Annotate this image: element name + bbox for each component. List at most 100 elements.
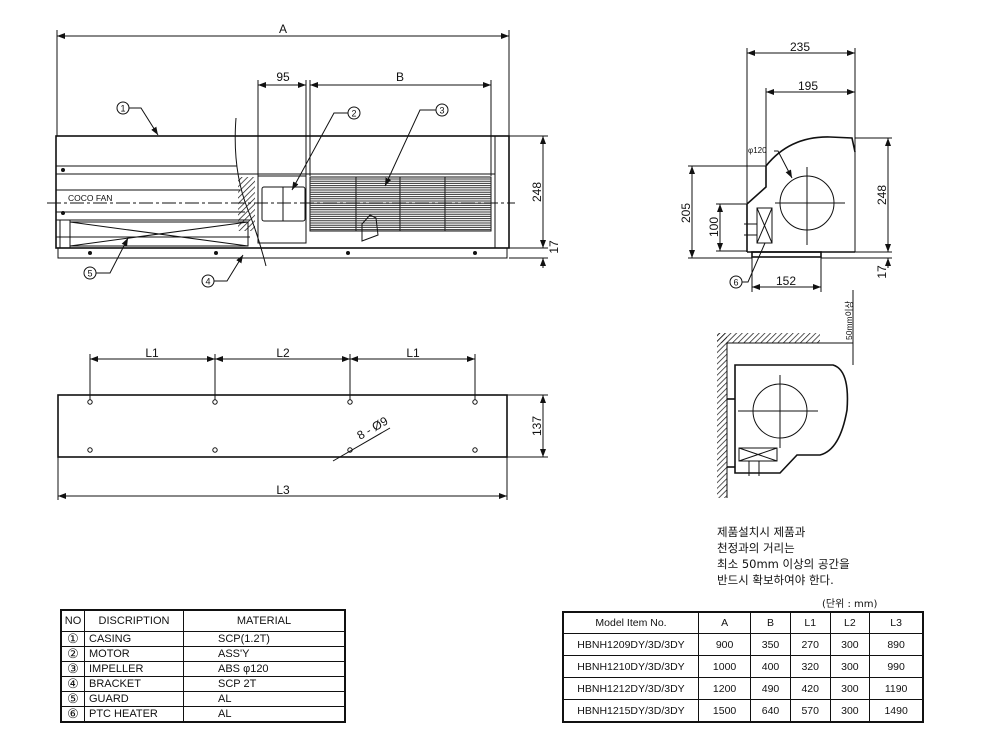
note-line: 천정과의 거리는 xyxy=(717,541,795,555)
svg-text:6: 6 xyxy=(733,278,738,288)
model-number: HBNH1209DY/3D/3DY xyxy=(562,633,699,656)
note-line: 반드시 확보하여야 한다. xyxy=(717,573,834,587)
svg-text:1: 1 xyxy=(120,104,125,114)
bracket-rail xyxy=(57,247,508,259)
mounting-hole xyxy=(87,399,93,405)
install-unit-outline xyxy=(734,364,849,474)
dim-235-label: 235 xyxy=(790,40,810,54)
callout-5: 5 xyxy=(83,237,129,280)
ceiling-hatch xyxy=(717,333,820,343)
model-table: Model Item No. A B L1 L2 L3 HBNH1209DY/3… xyxy=(562,611,924,723)
note-line: 제품설치시 제품과 xyxy=(717,525,806,539)
note-line: 최소 50mm 이상의 공간을 xyxy=(717,557,850,571)
part-material: AL xyxy=(183,706,346,723)
part-description: BRACKET xyxy=(84,676,184,692)
part-material: SCP(1.2T) xyxy=(183,631,346,647)
value-l2: 300 xyxy=(829,633,871,656)
impeller-section xyxy=(309,176,357,232)
dim-b-label: B xyxy=(396,70,404,84)
impeller-label: φ120 xyxy=(748,146,767,155)
part-material: AL xyxy=(183,691,346,707)
part-description: MOTOR xyxy=(84,646,184,662)
part-number: ⑥ xyxy=(60,706,85,723)
mounting-hole xyxy=(212,399,218,405)
plan-view: L1 L2 L1 L3 137 8 - Ø9 xyxy=(57,346,548,500)
header-l1: L1 xyxy=(789,611,831,634)
value-l3: 1490 xyxy=(869,699,924,723)
part-material: ASS'Y xyxy=(183,646,346,662)
mounting-hole xyxy=(212,447,218,453)
part-description: PTC HEATER xyxy=(84,706,184,723)
part-description: IMPELLER xyxy=(84,661,184,677)
callout-3: 3 xyxy=(384,103,449,187)
install-view: 50mm이상 xyxy=(717,290,854,498)
header-description: DISCRIPTION xyxy=(84,609,184,632)
value-l1: 270 xyxy=(789,633,831,656)
impeller-section xyxy=(399,176,446,232)
svg-text:2: 2 xyxy=(351,109,356,119)
callout-2: 2 xyxy=(291,106,361,191)
part-number: ② xyxy=(60,646,85,662)
part-material: SCP 2T xyxy=(183,676,346,692)
value-a: 1000 xyxy=(697,655,752,678)
impeller-section xyxy=(355,176,401,232)
front-view: A 95 B COCO FAN xyxy=(47,22,561,288)
value-b: 400 xyxy=(750,655,791,678)
impeller xyxy=(309,176,492,232)
value-a: 900 xyxy=(697,633,752,656)
wall-hatch xyxy=(717,333,727,498)
header-b: B xyxy=(750,611,791,634)
callout-4: 4 xyxy=(201,254,244,288)
value-l3: 990 xyxy=(869,655,924,678)
part-number: ⑤ xyxy=(60,691,85,707)
side-dim-248-label: 248 xyxy=(875,185,889,205)
header-no: NO xyxy=(60,609,85,632)
value-l3: 890 xyxy=(869,633,924,656)
part-number: ① xyxy=(60,631,85,647)
svg-text:5: 5 xyxy=(87,269,92,279)
clearance-label: 50mm이상 xyxy=(844,301,854,340)
brand-label: COCO FAN xyxy=(68,193,112,203)
header-material: MATERIAL xyxy=(183,609,346,632)
header-l2: L2 xyxy=(829,611,871,634)
svg-text:4: 4 xyxy=(205,277,210,287)
dim-l1-right-label: L1 xyxy=(406,346,420,360)
dim-95-label: 95 xyxy=(276,70,290,84)
table-header: Model Item No. A B L1 L2 L3 xyxy=(562,611,924,634)
side-dim-17-label: 17 xyxy=(875,265,889,279)
value-b: 490 xyxy=(750,677,791,700)
dim-17-label: 17 xyxy=(547,240,561,254)
side-body-outline xyxy=(746,136,856,252)
table-header: NO DISCRIPTION MATERIAL xyxy=(60,609,346,632)
value-b: 640 xyxy=(750,699,791,723)
value-b: 350 xyxy=(750,633,791,656)
side-view: 235 195 φ120 205 100 248 17 152 6 xyxy=(679,40,892,292)
value-l1: 320 xyxy=(789,655,831,678)
header-l3: L3 xyxy=(869,611,924,634)
dim-205-label: 205 xyxy=(679,203,693,223)
dim-137-label: 137 xyxy=(530,416,544,436)
header-model: Model Item No. xyxy=(562,611,699,634)
guard xyxy=(69,221,249,247)
model-number: HBNH1210DY/3D/3DY xyxy=(562,655,699,678)
dim-195-label: 195 xyxy=(798,79,818,93)
model-number: HBNH1215DY/3D/3DY xyxy=(562,699,699,723)
value-l2: 300 xyxy=(829,677,871,700)
install-note: 제품설치시 제품과 천정과의 거리는 최소 50mm 이상의 공간을 반드시 확… xyxy=(717,524,850,588)
svg-text:3: 3 xyxy=(439,106,444,116)
part-description: GUARD xyxy=(84,691,184,707)
impeller-section xyxy=(444,176,492,232)
mounting-hole xyxy=(347,399,353,405)
mounting-hole xyxy=(472,447,478,453)
dim-248-label: 248 xyxy=(530,182,544,202)
